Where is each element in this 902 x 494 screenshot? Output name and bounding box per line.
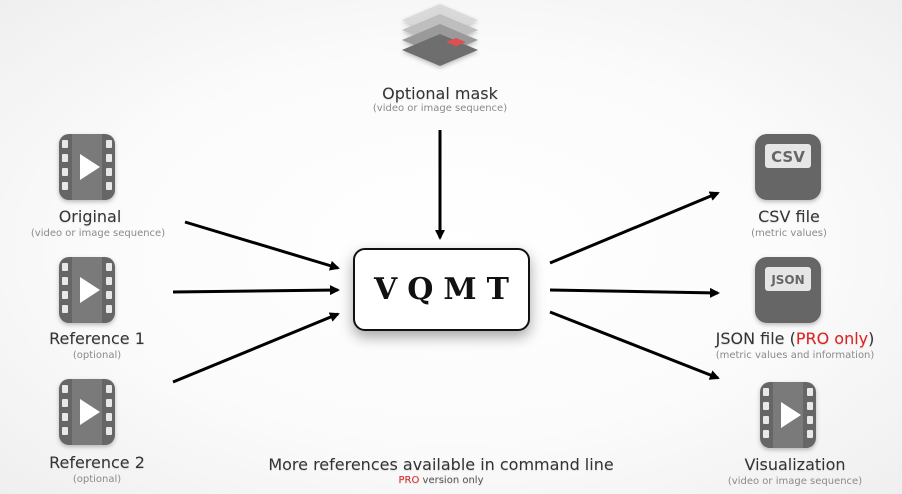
- mask-title: Optional mask: [382, 84, 498, 103]
- layers-icon: [402, 4, 478, 66]
- arrow-original-to-vqmt: [184, 220, 340, 271]
- film-play-icon: [760, 382, 816, 448]
- json-icon-text: JSON: [770, 273, 804, 287]
- arrow-vqmt-to-visualization: [549, 310, 720, 380]
- original-title: Original: [58, 207, 122, 226]
- reference1-subtitle: (optional): [72, 350, 122, 361]
- footer-suffix: version only: [419, 475, 484, 486]
- arrow-vqmt-to-csv: [549, 191, 720, 265]
- original-subtitle: (video or image sequence): [30, 228, 166, 239]
- visualization-title: Visualization: [744, 455, 846, 474]
- json-title: JSON file (PRO only): [716, 329, 875, 348]
- json-title-pro: PRO only: [795, 329, 869, 348]
- vqmt-label: VQMT: [374, 272, 519, 307]
- arrow-reference2-to-vqmt: [172, 312, 340, 384]
- footer-sub-text: PRO version only: [399, 475, 484, 486]
- reference2-title: Reference 2: [49, 453, 145, 472]
- csv-subtitle: (metric values): [751, 228, 827, 239]
- csv-title: CSV file: [758, 207, 820, 226]
- mask-subtitle: (video or image sequence): [372, 103, 508, 114]
- arrow-vqmt-to-json: [549, 287, 720, 298]
- json-title-suffix: ): [868, 329, 875, 348]
- csv-icon-text: CSV: [771, 148, 805, 166]
- film-play-icon: [59, 257, 115, 323]
- json-file-icon: JSON: [755, 257, 821, 323]
- reference1-title: Reference 1: [49, 329, 145, 348]
- json-subtitle: (metric values and information): [715, 350, 875, 361]
- json-title-prefix: JSON file (: [715, 329, 796, 348]
- film-play-icon: [59, 379, 115, 445]
- arrow-reference1-to-vqmt: [172, 285, 340, 296]
- csv-file-icon: CSV: [755, 134, 821, 200]
- visualization-subtitle: (video or image sequence): [727, 476, 863, 487]
- footer-pro: PRO: [398, 475, 420, 486]
- film-play-icon: [59, 134, 115, 200]
- footer-main-text: More references available in command lin…: [268, 455, 614, 474]
- reference2-subtitle: (optional): [72, 474, 122, 485]
- vqmt-box: VQMT: [353, 248, 530, 331]
